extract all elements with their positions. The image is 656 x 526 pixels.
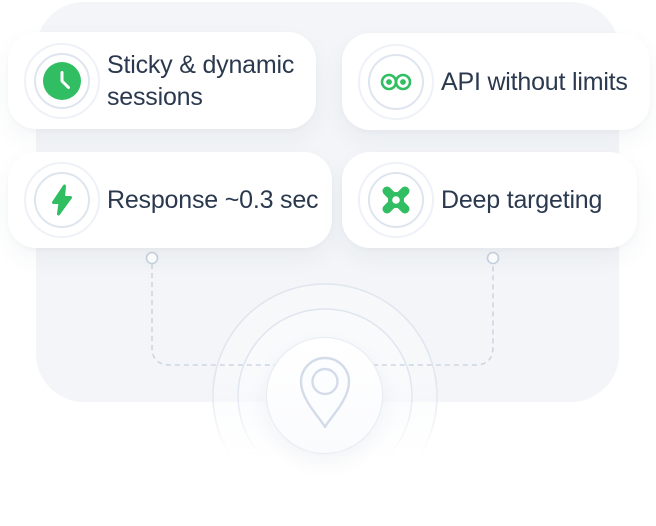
icon-ring-outer (358, 43, 434, 120)
feature-label: Response ~0.3 sec (107, 186, 319, 214)
feature-label: API without limits (441, 67, 628, 96)
feature-card-api-no-limits: API without limits (342, 33, 650, 130)
feature-card-sticky-sessions: Sticky & dynamic sessions (8, 32, 316, 129)
location-pin-icon (299, 356, 350, 429)
clock-icon (43, 61, 81, 100)
icon-ring-outer (358, 162, 434, 238)
feature-card-deep-targeting: Deep targeting (342, 152, 637, 248)
feature-card-response-time: Response ~0.3 sec (8, 152, 332, 248)
connector-node-left (145, 251, 159, 265)
icon-ring-inner (368, 172, 424, 228)
infinity-icon (380, 73, 412, 90)
connector-node-right (486, 251, 500, 265)
feature-label: Deep targeting (441, 186, 603, 214)
feature-label: Sticky & dynamic sessions (107, 50, 295, 111)
icon-ring-outer (24, 42, 100, 119)
lightning-icon (52, 184, 72, 216)
icon-ring-inner (368, 53, 424, 110)
icon-ring-inner (34, 172, 90, 228)
pin-badge-circle (266, 337, 383, 454)
icon-ring-inner (34, 52, 90, 109)
icon-ring-outer (24, 162, 100, 238)
target-icon (382, 186, 410, 214)
